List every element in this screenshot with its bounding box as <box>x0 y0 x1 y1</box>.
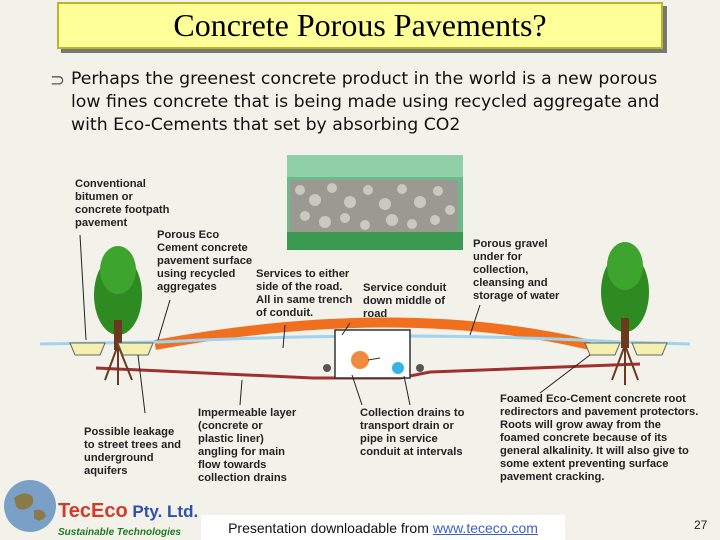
page-number: 27 <box>694 518 708 532</box>
globe-logo-icon <box>4 480 56 532</box>
logo-pty-ltd: Pty. Ltd. <box>127 502 199 521</box>
slide-title-box: Concrete Porous Pavements? <box>57 2 663 49</box>
label-collection-drains: Collection drains to transport drain or … <box>360 407 465 458</box>
slide-title: Concrete Porous Pavements? <box>173 7 547 43</box>
footer-link[interactable]: www.tececo.com <box>432 519 538 536</box>
label-porous-gravel: Porous gravel under for collection, clea… <box>473 238 560 302</box>
porous-concrete-photo <box>287 155 463 250</box>
leader-lines <box>79 234 591 414</box>
bullet-text: Perhaps the greenest concrete product in… <box>71 69 660 135</box>
label-foamed: Foamed Eco-Cement concrete root redirect… <box>500 393 699 483</box>
pavement-protectors <box>69 342 668 356</box>
label-porous-eco: Porous Eco Cement concrete pavement surf… <box>157 229 253 293</box>
label-service-conduit: Service conduit down middle of road <box>363 282 447 320</box>
label-possible-leakage: Possible leakage to street trees and und… <box>84 426 181 477</box>
porous-pavement-diagram <box>39 155 691 414</box>
porous-eco-cement-layer <box>154 317 592 350</box>
logo-tagline: Sustainable Technologies <box>58 527 181 538</box>
footer-prefix: Presentation downloadable from <box>228 519 429 536</box>
label-services-either-side: Services to either side of the road. All… <box>256 268 353 319</box>
footer-box: Presentation downloadable from www.tecec… <box>201 515 565 540</box>
label-impermeable: Impermeable layer (concrete or plastic l… <box>198 407 297 484</box>
bullet-arrow-icon: ⊃ <box>50 70 66 91</box>
logo-tececo: TecEco <box>58 500 128 522</box>
left-tree-icon <box>94 246 142 385</box>
company-logo-text: TecEco Pty. Ltd. <box>58 500 198 523</box>
label-conventional: Conventional bitumen or concrete footpat… <box>75 178 170 229</box>
right-tree-icon <box>601 242 649 385</box>
